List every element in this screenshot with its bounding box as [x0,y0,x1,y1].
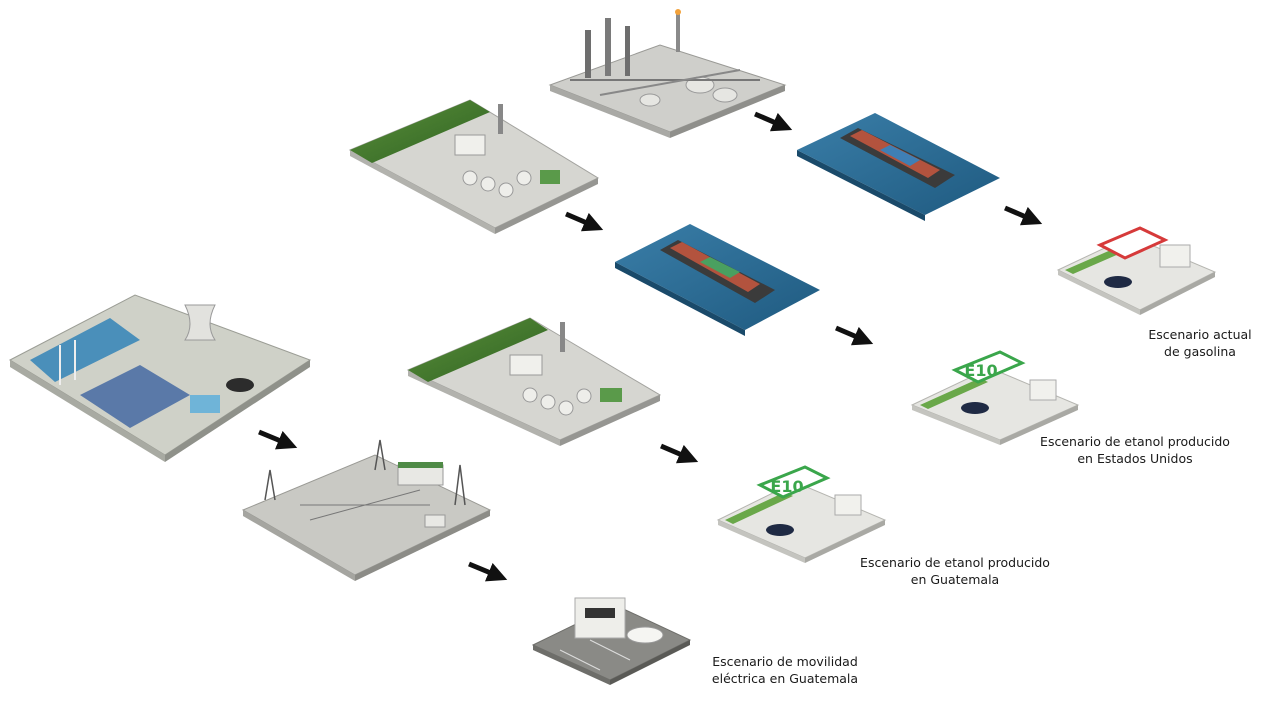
caption-ethanol-us-scenario: Escenario de etanol producido en Estados… [1035,433,1235,467]
gasoline-station-tile [1056,226,1217,315]
ethanol-station-tile-gt: E10 [716,465,887,563]
arrow-refinery-to-ship [754,111,793,132]
e10-sign-gt: E10 [770,477,803,496]
caption-ethanol-us-line1: Escenario de etanol producido [1040,434,1230,449]
caption-electric-gt-scenario: Escenario de movilidad eléctrica en Guat… [700,653,870,687]
power-generation-tile [8,294,312,462]
arrow-plant-to-ship [565,211,604,232]
caption-ethanol-us-line2: en Estados Unidos [1077,451,1193,466]
electrical-substation-tile [241,439,492,581]
ethanol-plant-tile-gt [406,317,662,446]
flow-arrows [258,111,1043,582]
oil-refinery-tile [548,9,787,138]
arrow-plant-to-e10-gt [660,443,699,464]
caption-ethanol-gt-scenario: Escenario de etanol producido en Guatema… [855,554,1055,588]
ethanol-station-tile-us: E10 [910,350,1080,445]
e10-sign-us: E10 [964,361,997,380]
arrow-power-to-substation [258,429,298,450]
caption-ethanol-gt-line2: en Guatemala [910,572,1000,587]
ethanol-plant-tile-us [348,99,600,234]
arrow-ship-to-e10-us [835,325,874,346]
cargo-ship-tile-middle [615,224,820,336]
arrow-ship-to-gas-station [1004,205,1043,226]
caption-gasoline-scenario: Escenario actual de gasolina [1145,326,1255,360]
caption-electric-gt-line1: Escenario de movilidad [712,654,858,669]
ev-charging-tile [531,597,692,685]
caption-electric-gt-line2: eléctrica en Guatemala [711,671,859,686]
cargo-ship-tile-top [797,113,1000,221]
caption-gasoline-line1: Escenario actual [1148,327,1252,342]
arrow-substation-to-ev [468,561,508,582]
caption-gasoline-line2: de gasolina [1164,344,1236,359]
caption-ethanol-gt-line1: Escenario de etanol producido [860,555,1050,570]
